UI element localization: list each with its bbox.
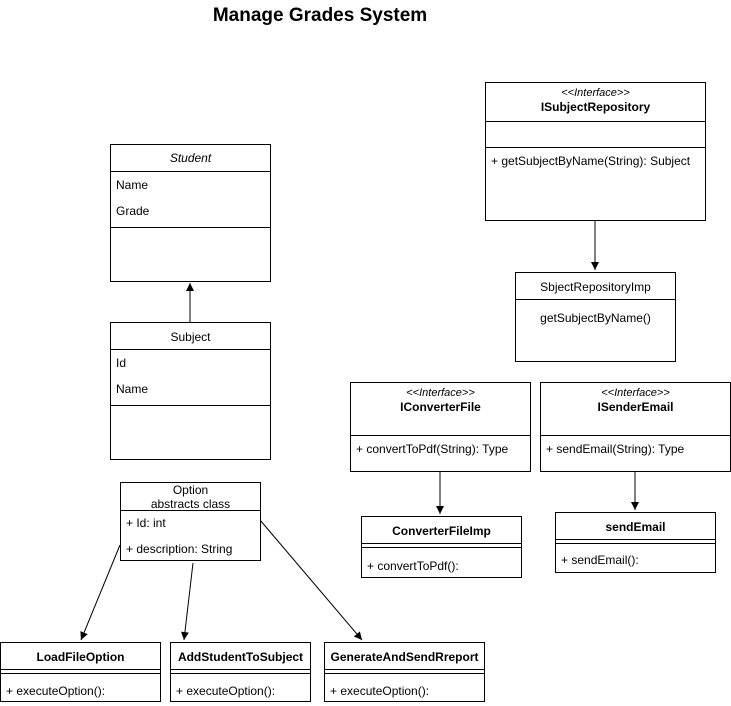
method: + executeOption(): (330, 684, 430, 698)
interface-iconverter-file[interactable]: <<Interface>> IConverterFile + convertTo… (350, 382, 531, 472)
class-subject[interactable]: Subject Id Name (110, 322, 271, 460)
method: + convertToPdf(): (367, 559, 459, 573)
class-name: ISenderEmail (597, 400, 674, 414)
option-to-add-arrow (180, 562, 194, 641)
method: + executeOption(): (6, 684, 106, 698)
method: getSubjectByName() (540, 311, 651, 325)
class-option[interactable]: Option abstracts class + Id: int + descr… (120, 482, 261, 561)
class-name: LoadFileOption (36, 650, 125, 664)
class-add-student-to-subject[interactable]: AddStudentToSubject + executeOption(): (170, 642, 311, 702)
method: + sendEmail(): (561, 553, 639, 567)
attribute: Name (116, 382, 149, 396)
interface-isender-email[interactable]: <<Interface>> ISenderEmail + sendEmail(S… (540, 382, 731, 472)
stereotype-label: <<Interface>> (601, 387, 670, 399)
method: + convertToPdf(String): Type (356, 442, 509, 456)
class-converter-file-imp[interactable]: ConverterFileImp + convertToPdf(): (361, 516, 522, 578)
method: + executeOption(): (176, 684, 276, 698)
class-load-file-option[interactable]: LoadFileOption + executeOption(): (0, 642, 161, 702)
class-generate-and-send-report[interactable]: GenerateAndSendRreport + executeOption()… (324, 642, 485, 702)
option-to-generate-arrow (259, 519, 363, 641)
class-name: GenerateAndSendRreport (330, 650, 479, 664)
attribute: Grade (116, 204, 150, 218)
diagram-title: Manage Grades System (212, 5, 428, 26)
class-name: Subject (170, 330, 211, 344)
attribute: + description: String (126, 542, 233, 556)
option-to-load-arrow (80, 544, 121, 641)
method: + getSubjectByName(String): Subject (491, 154, 691, 168)
attribute: + Id: int (126, 516, 166, 530)
class-student[interactable]: Student Name Grade (110, 144, 271, 282)
attribute: Name (116, 178, 149, 192)
stereotype-label: <<Interface>> (561, 87, 630, 99)
method: + sendEmail(String): Type (546, 442, 685, 456)
class-name: ConverterFileImp (392, 524, 491, 538)
interface-isubject-repository[interactable]: <<Interface>> ISubjectRepository + getSu… (485, 82, 706, 221)
class-name: SbjectRepositoryImp (540, 280, 651, 294)
stereotype-label: <<Interface>> (406, 387, 475, 399)
class-name: IConverterFile (400, 400, 481, 414)
attribute: Id (116, 356, 127, 370)
class-name: Student (169, 151, 212, 165)
class-name: AddStudentToSubject (177, 650, 304, 664)
class-subject-repository-imp[interactable]: SbjectRepositoryImp getSubjectByName() (515, 272, 676, 362)
class-send-email[interactable]: sendEmail + sendEmail(): (555, 512, 716, 573)
class-name: Option (172, 483, 209, 497)
class-subtitle: abstracts class (150, 497, 231, 511)
class-name: sendEmail (605, 520, 666, 534)
class-name: ISubjectRepository (540, 100, 651, 114)
